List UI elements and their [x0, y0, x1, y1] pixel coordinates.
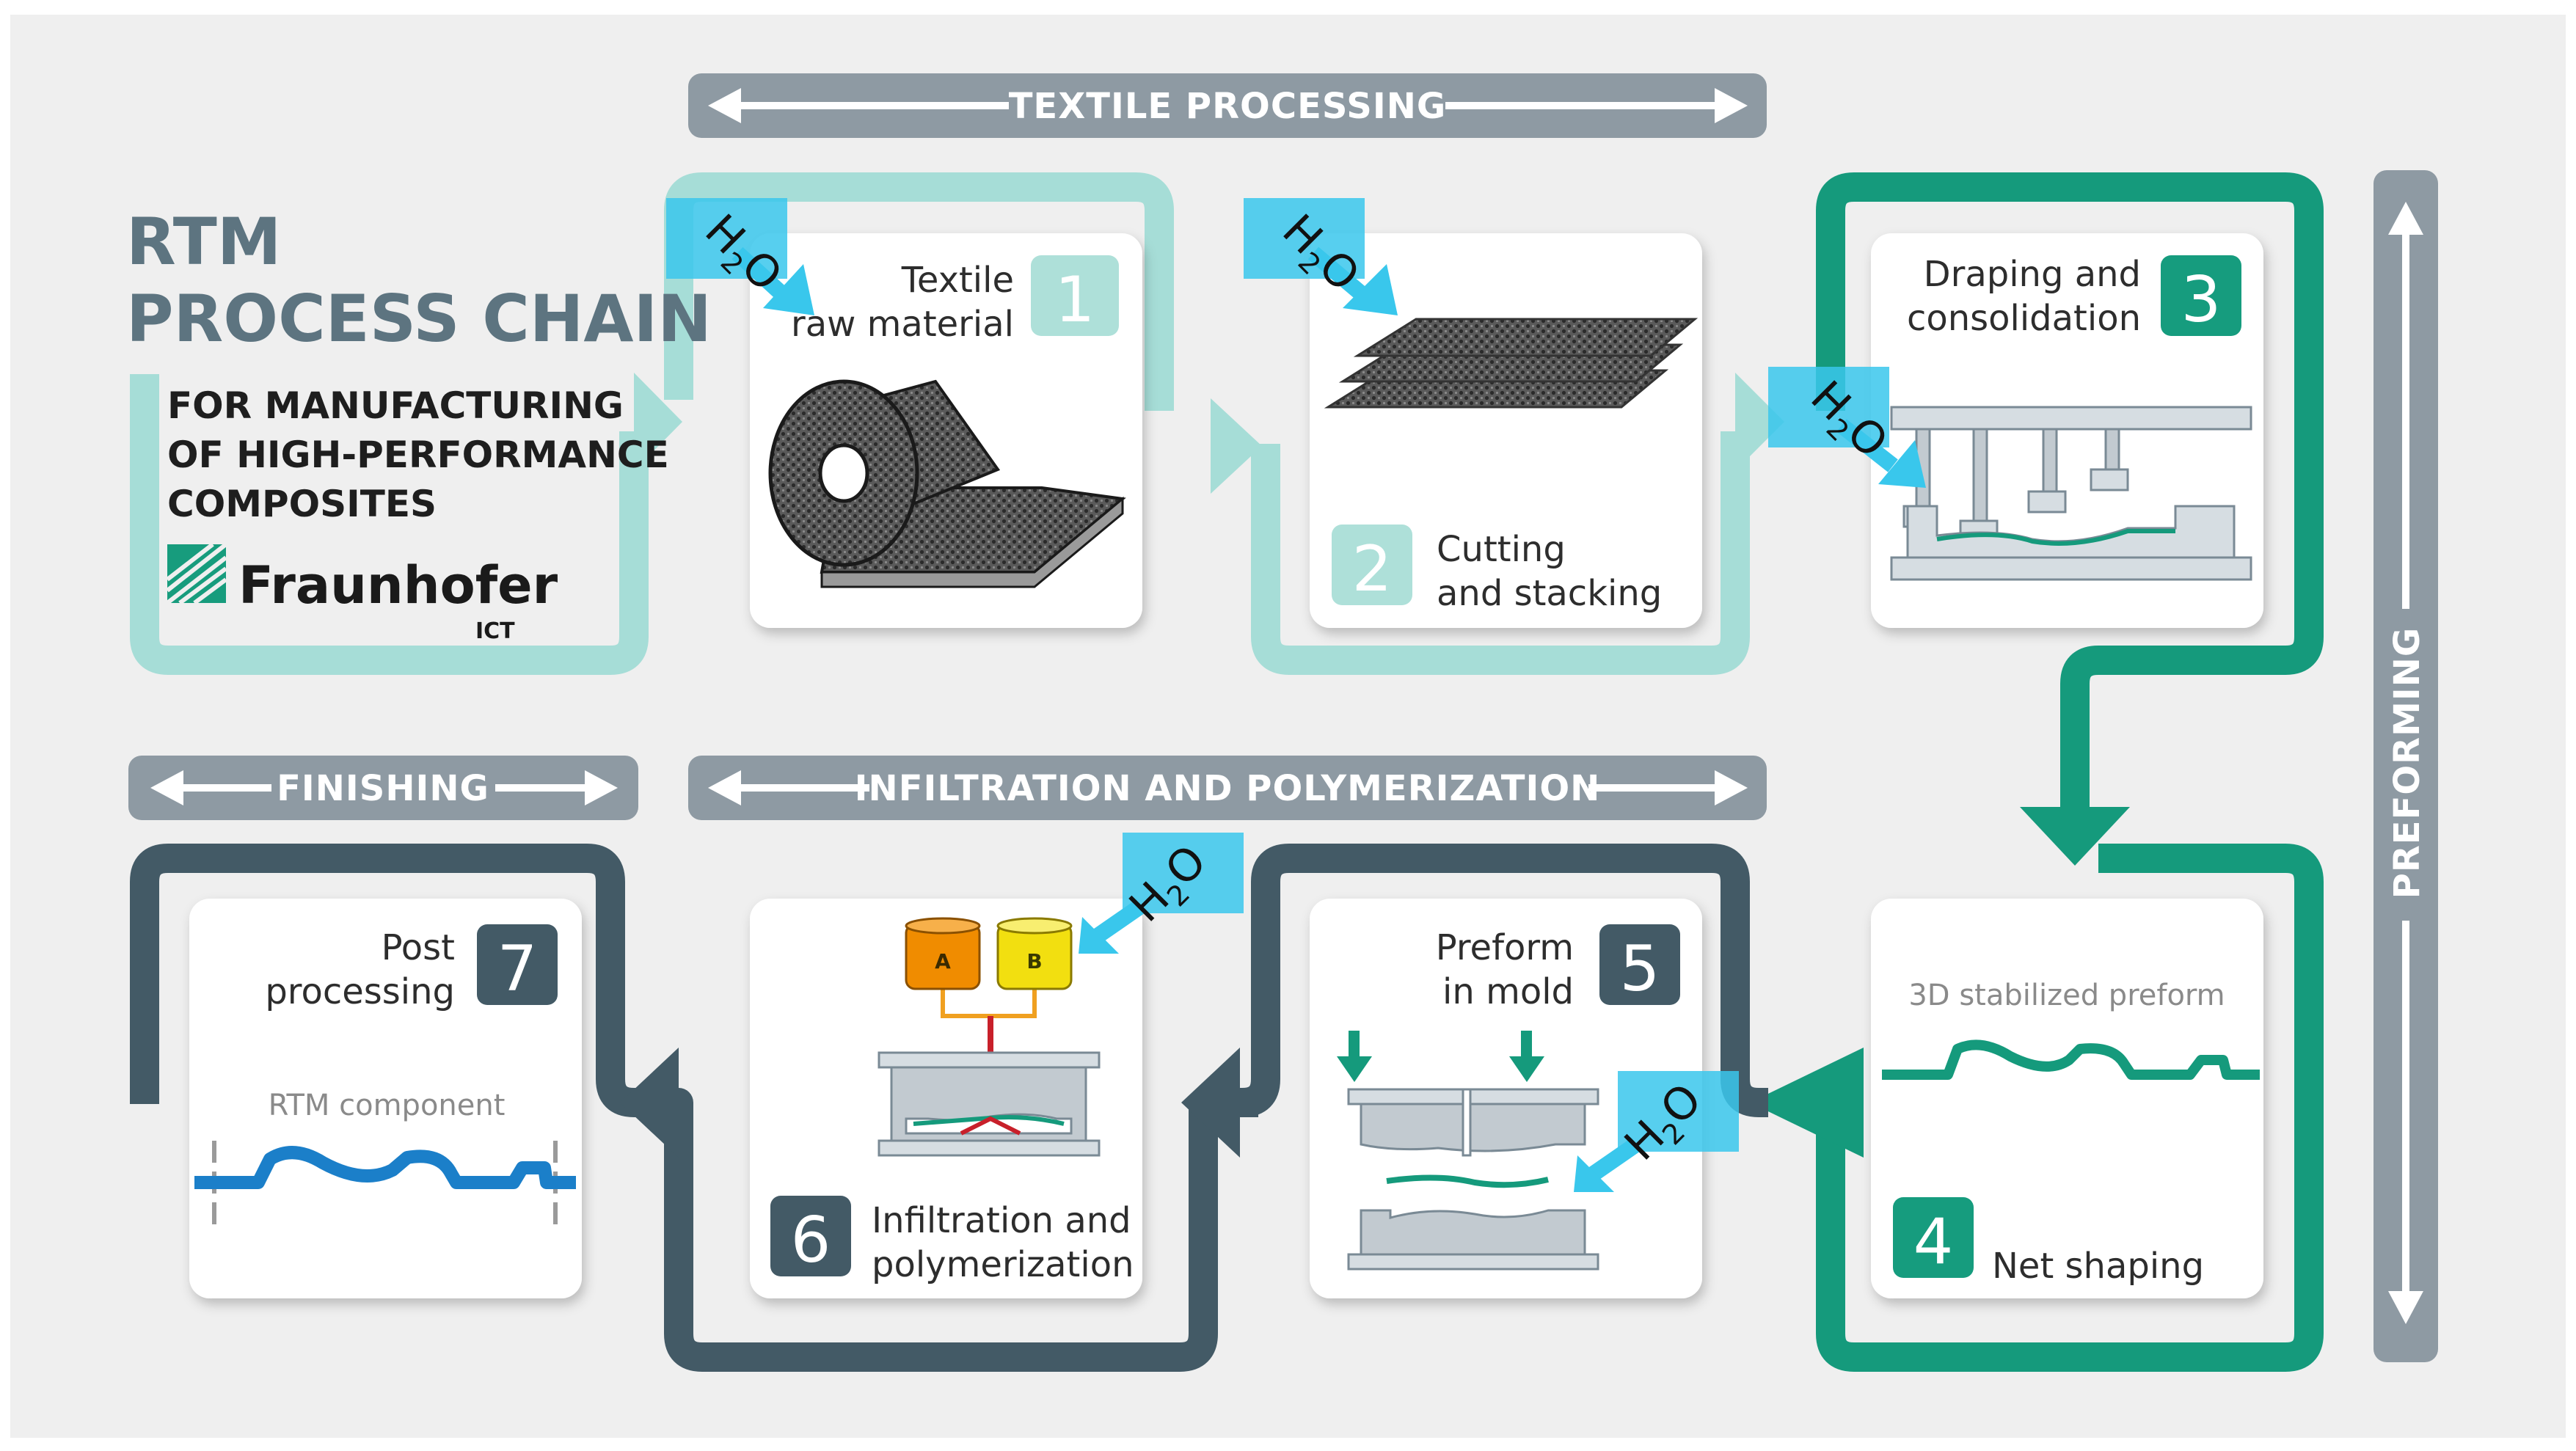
step-7-number: 7 [497, 932, 538, 1006]
flow-arrow-1 [634, 373, 682, 471]
step-5-line-2: in mold [1442, 971, 1574, 1012]
card-4-background [1871, 899, 2263, 1298]
h2o-marker-1: H2O [666, 198, 814, 315]
step-1-number-box [1031, 255, 1119, 336]
flow-arrow-5 [1750, 1048, 1864, 1158]
h2o-marker-4-box [1123, 833, 1244, 913]
logo-sub: ICT [475, 618, 515, 644]
title-line-2: PROCESS CHAIN [126, 281, 712, 357]
step-4-number-box [1893, 1197, 1974, 1278]
step-4-number: 4 [1913, 1205, 1954, 1279]
step-1-line-2: raw material [791, 304, 1014, 345]
h2o-marker-1-box [666, 198, 787, 279]
flow-arrow-7 [620, 1048, 679, 1158]
step-3-line-1: Draping and [1924, 254, 2141, 295]
banner-preforming-label: PREFORMING [2387, 627, 2428, 899]
title-block: RTM PROCESS CHAIN FOR MANUFACTURING OF H… [126, 204, 712, 525]
banner-textile-label: TEXTILE PROCESSING [1009, 86, 1447, 127]
step-2-line-2: and stacking [1437, 573, 1662, 614]
step-4-line-1: Net shaping [1992, 1246, 2204, 1287]
banner-preforming: PREFORMING [2374, 170, 2438, 1362]
step-card-2: 2 Cutting and stacking [1310, 233, 1702, 628]
step-7-line-1: Post [382, 927, 455, 968]
title-line-1: RTM [126, 204, 281, 279]
resin-tanks-illustration: A B [905, 917, 1073, 1130]
step-7-number-box [477, 924, 558, 1005]
banner-infiltration: INFILTRATION AND POLYMERIZATION [688, 756, 1767, 820]
step-6-line-1: Infiltration and [872, 1200, 1131, 1241]
step-3-line-2: consolidation [1907, 298, 2141, 339]
subtitle-line-1: FOR MANUFACTURING [167, 384, 624, 427]
flow-preforming-arrows [1750, 807, 2130, 1158]
step-card-7: Post processing 7 RTM component [189, 899, 582, 1298]
rtm-component-illustration [194, 1141, 576, 1229]
textile-roll-illustration [768, 379, 1126, 588]
step-card-1: Textile raw material 1 [750, 233, 1142, 628]
step-7-caption: RTM component [269, 1089, 506, 1122]
step-2-line-1: Cutting [1437, 529, 1566, 570]
step-6-number-box [770, 1196, 851, 1276]
h2o-marker-4: H2O [1079, 833, 1244, 954]
h2o-marker-2-box [1244, 198, 1365, 279]
closed-mold-illustration [877, 1051, 1101, 1157]
step-6-number: 6 [791, 1204, 831, 1277]
step-7-line-2: processing [265, 971, 455, 1012]
step-5-line-1: Preform [1436, 927, 1574, 968]
step-5-number-box [1599, 924, 1680, 1005]
h2o-marker-2: H2O [1244, 198, 1398, 315]
banner-infiltration-label: INFILTRATION AND POLYMERIZATION [855, 768, 1601, 809]
banner-finishing: FINISHING [128, 756, 638, 820]
flow-finishing-arrows [620, 1048, 1240, 1158]
banner-textile-processing: TEXTILE PROCESSING [688, 73, 1767, 138]
flow-arrow-2 [1211, 398, 1262, 494]
step-2-number-box [1332, 525, 1412, 605]
step-1-line-1: Textile [901, 260, 1014, 301]
step-1-number: 1 [1055, 263, 1095, 337]
step-card-4: 3D stabilized preform 4 Net shaping [1871, 899, 2263, 1298]
tank-b-label: B [1026, 949, 1042, 973]
h2o-marker-5-box [1618, 1071, 1739, 1152]
step-4-caption: 3D stabilized preform [1908, 979, 2225, 1012]
mold-press-illustration [1337, 1031, 1599, 1271]
flow-arrow-6 [1181, 1048, 1240, 1158]
step-2-number: 2 [1352, 533, 1393, 606]
flow-arrow-4 [2020, 807, 2130, 866]
flow-preforming [1816, 172, 2324, 1372]
step-3-number-box [2161, 255, 2241, 336]
h2o-marker-3: H2O [1768, 367, 1926, 488]
step-6-line-2: polymerization [872, 1244, 1134, 1285]
logo-name: Fraunhofer [238, 555, 558, 615]
step-3-number: 3 [2181, 263, 2222, 337]
tank-a-label: A [935, 949, 951, 973]
step-card-5: Preform in mold 5 [1310, 899, 1702, 1298]
flow-arrow-3 [1735, 373, 1784, 471]
subtitle-line-2: OF HIGH-PERFORMANCE [167, 434, 669, 476]
fabric-stack-illustration [1324, 318, 1699, 409]
step-card-6: A B 6 Infiltration and polymerization [750, 899, 1142, 1298]
flow-textile-arrows [634, 373, 1784, 494]
h2o-marker-3-box [1768, 367, 1889, 447]
stabilized-preform-shape [1882, 1039, 2260, 1080]
fraunhofer-logo: Fraunhofer ICT [166, 542, 558, 644]
step-5-number: 5 [1620, 932, 1660, 1006]
banner-finishing-label: FINISHING [277, 768, 489, 809]
fraunhofer-logo-mark [166, 542, 227, 605]
step-card-3: Draping and consolidation 3 [1871, 233, 2263, 628]
subtitle-line-3: COMPOSITES [167, 483, 437, 525]
draping-press-illustration [1890, 406, 2252, 581]
